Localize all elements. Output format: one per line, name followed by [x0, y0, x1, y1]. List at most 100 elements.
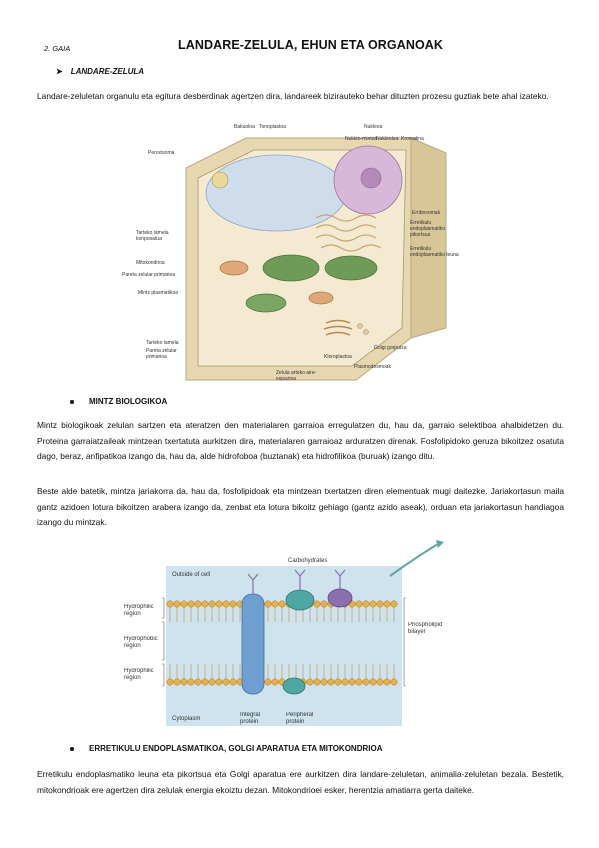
vacuole: [205, 154, 347, 232]
label-erretikulu-pikortsua: Erretikulu endoplasmatiko pikortsua: [410, 220, 446, 238]
arrow-bullet-icon: ➤: [56, 67, 63, 76]
lipid-head: [355, 600, 363, 608]
peripheral-protein: [327, 588, 353, 608]
organelles-paragraph: Erretikulu endoplasmatiko leuna eta piko…: [37, 769, 564, 795]
lipid-head: [271, 678, 279, 686]
lipid-head: [348, 678, 356, 686]
lipid-head: [313, 678, 321, 686]
peripheral-protein: [282, 677, 306, 695]
mitochondrion: [308, 291, 334, 305]
lipid-head: [334, 678, 342, 686]
lipid-head: [362, 678, 370, 686]
label-mintz-plasmatikoa: Mintz plasmatikoa: [138, 290, 178, 296]
label-golgi: Golgi gorputza: [374, 345, 407, 351]
lipid-head: [355, 678, 363, 686]
label-tarteko-lamela-konposatua: Tarteko lamela konposatua: [136, 230, 169, 242]
lipid-head: [201, 600, 209, 608]
membrane-figure: Outside of cell Carbohydrates Hydrophili…: [124, 540, 444, 726]
label-plasmodesmoak: Plasmodesmoak: [354, 364, 391, 370]
lipid-head: [341, 678, 349, 686]
lipid-head: [173, 600, 181, 608]
cell-wall-side: [410, 137, 447, 339]
vesicle: [363, 329, 369, 335]
label-zelula-arteko: Zelula arteko aire-espazioa: [276, 370, 317, 382]
lipid-head: [376, 678, 384, 686]
lipid-head: [215, 678, 223, 686]
label-kloroplastoa: Kloroplastoa: [324, 354, 352, 360]
label-peroxisoma: Peroxisoma: [148, 150, 175, 156]
integral-protein: [241, 593, 265, 695]
label-mitokondrioa: Mitokondrioa: [136, 260, 165, 266]
transport-arrow-icon: [389, 543, 439, 577]
bullet-heading-text: MINTZ BIOLOGIKOA: [89, 397, 168, 406]
lipid-head: [229, 678, 237, 686]
lipid-head: [201, 678, 209, 686]
section-heading-text: LANDARE-ZELULA: [70, 67, 145, 76]
lipid-head: [187, 600, 195, 608]
lipid-head: [166, 678, 174, 686]
label-tonoplastoa: Tonoplastoa: [259, 124, 286, 130]
bullet-heading-mintz: MINTZ BIOLOGIKOA: [70, 397, 167, 406]
label-hydrophobic: Hydrophobic region: [124, 636, 158, 649]
label-nukleoa: Nukleoa: [364, 124, 383, 130]
section-heading-landare-zelula: ➤ LANDARE-ZELULA: [56, 67, 144, 76]
lipid-head: [383, 600, 391, 608]
intro-paragraph: Landare-zeluletan organulu eta egitura d…: [37, 91, 549, 101]
lipid-head: [369, 600, 377, 608]
chloroplast: [262, 254, 320, 282]
label-erribosomak: Erribosomak: [412, 210, 441, 216]
label-integral: Integral protein: [240, 712, 261, 725]
lipid-head: [271, 600, 279, 608]
nucleolus: [360, 167, 382, 189]
label-erretikulu-leuna: Erretikulu endoplasmatiko leuna: [410, 246, 459, 258]
label-tarteko-lamela: Tarteko lamela: [146, 340, 179, 346]
label-cytoplasm: Cytoplasm: [172, 716, 200, 722]
label-hydrophilic-bottom: Hydrophilic region: [124, 668, 154, 681]
vesicle: [357, 323, 363, 329]
lipid-head: [187, 678, 195, 686]
lipid-head: [320, 600, 328, 608]
label-hydrophilic-top: Hydrophilic region: [124, 604, 154, 617]
lipid-head: [208, 678, 216, 686]
chloroplast: [245, 293, 287, 313]
label-pareta-primarioa-2: Pareta zelular primarioa: [146, 348, 177, 360]
peroxisome: [211, 171, 229, 189]
lipid-head: [390, 678, 398, 686]
lipid-head: [166, 600, 174, 608]
page-title: LANDARE-ZELULA, EHUN ETA ORGANOAK: [177, 38, 444, 52]
lipid-head: [320, 678, 328, 686]
lipid-head: [313, 600, 321, 608]
bullet-heading-text: ERRETIKULU ENDOPLASMATIKOA, GOLGI APARAT…: [89, 744, 383, 753]
lipid-head: [173, 678, 181, 686]
carbohydrate-chains: [247, 569, 346, 594]
bullet-dot-icon: [70, 399, 74, 404]
lipid-head: [229, 600, 237, 608]
label-bakuoloa: Bakuoloa: [234, 124, 255, 130]
label-pareta-primarioa: Pareta zelular primarioa: [122, 272, 175, 278]
label-kromatina: Kromatina: [401, 136, 424, 142]
lipid-head: [215, 600, 223, 608]
label-peripheral: Peripheral protein: [286, 712, 314, 725]
lipid-head: [194, 600, 202, 608]
plant-cell-figure: Bakuoloa Tonoplastoa Nukleoa Nukleo-mint…: [122, 124, 459, 382]
membrane-background: [166, 566, 402, 726]
golgi-body: [323, 319, 353, 336]
chapter-label: 2. GAIA: [44, 44, 71, 53]
lipid-head: [180, 678, 188, 686]
lipid-head: [194, 678, 202, 686]
label-nukleo-mintza: Nukleo-mintza: [345, 136, 377, 142]
membrane-paragraph-2: Beste alde batetik, mintza jariakorra da…: [37, 486, 564, 528]
lipid-head: [264, 678, 272, 686]
lipid-head: [222, 678, 230, 686]
lipid-head: [264, 600, 272, 608]
label-nukleoloa: Nukleoloa: [376, 136, 398, 142]
lipid-head: [369, 678, 377, 686]
lipid-head: [327, 678, 335, 686]
lipid-head: [362, 600, 370, 608]
peripheral-protein: [285, 589, 315, 611]
chloroplast: [324, 255, 378, 281]
lipid-head: [390, 600, 398, 608]
bullet-heading-erretikulu: ERRETIKULU ENDOPLASMATIKOA, GOLGI APARAT…: [70, 744, 382, 753]
lipid-head: [383, 678, 391, 686]
